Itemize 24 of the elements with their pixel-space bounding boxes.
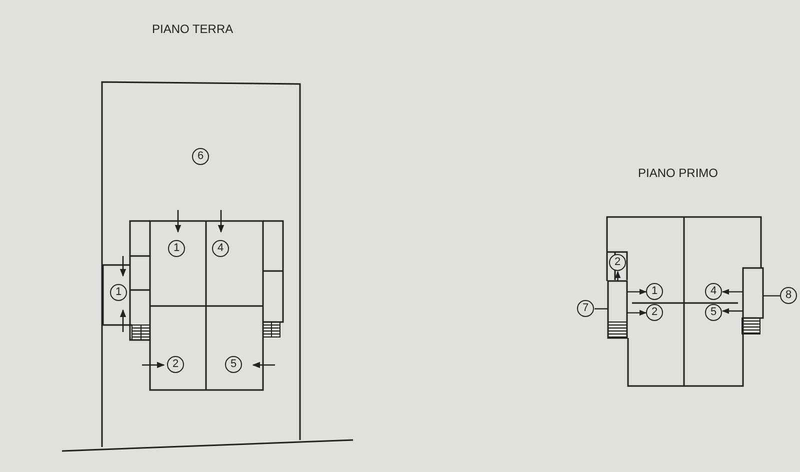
- callout-number: 4: [212, 240, 229, 257]
- callout-number: 2: [646, 304, 663, 321]
- callout-number: 8: [780, 287, 797, 304]
- arrow: [722, 288, 743, 295]
- floor-title: PIANO PRIMO: [638, 166, 718, 180]
- arrow: [627, 310, 647, 316]
- floor-title: PIANO TERRA: [152, 22, 234, 36]
- arrow: [614, 270, 621, 281]
- landing-outline: [742, 267, 764, 319]
- callout-number: 7: [577, 300, 594, 317]
- callout-number: 5: [225, 356, 242, 373]
- arrow: [722, 308, 743, 314]
- callout-number: 1: [168, 240, 185, 257]
- callout-number: 2: [167, 356, 184, 373]
- callout-number: 6: [192, 148, 209, 165]
- callout-number: 5: [705, 304, 722, 321]
- leader-line: [763, 295, 780, 296]
- landing-outline: [607, 280, 628, 339]
- arrow: [627, 288, 647, 295]
- callout-number: 2: [609, 254, 626, 271]
- callout-number: 1: [110, 284, 127, 301]
- leader-line: [594, 308, 608, 310]
- callout-number: 4: [705, 283, 722, 300]
- callout-number: 1: [646, 283, 663, 300]
